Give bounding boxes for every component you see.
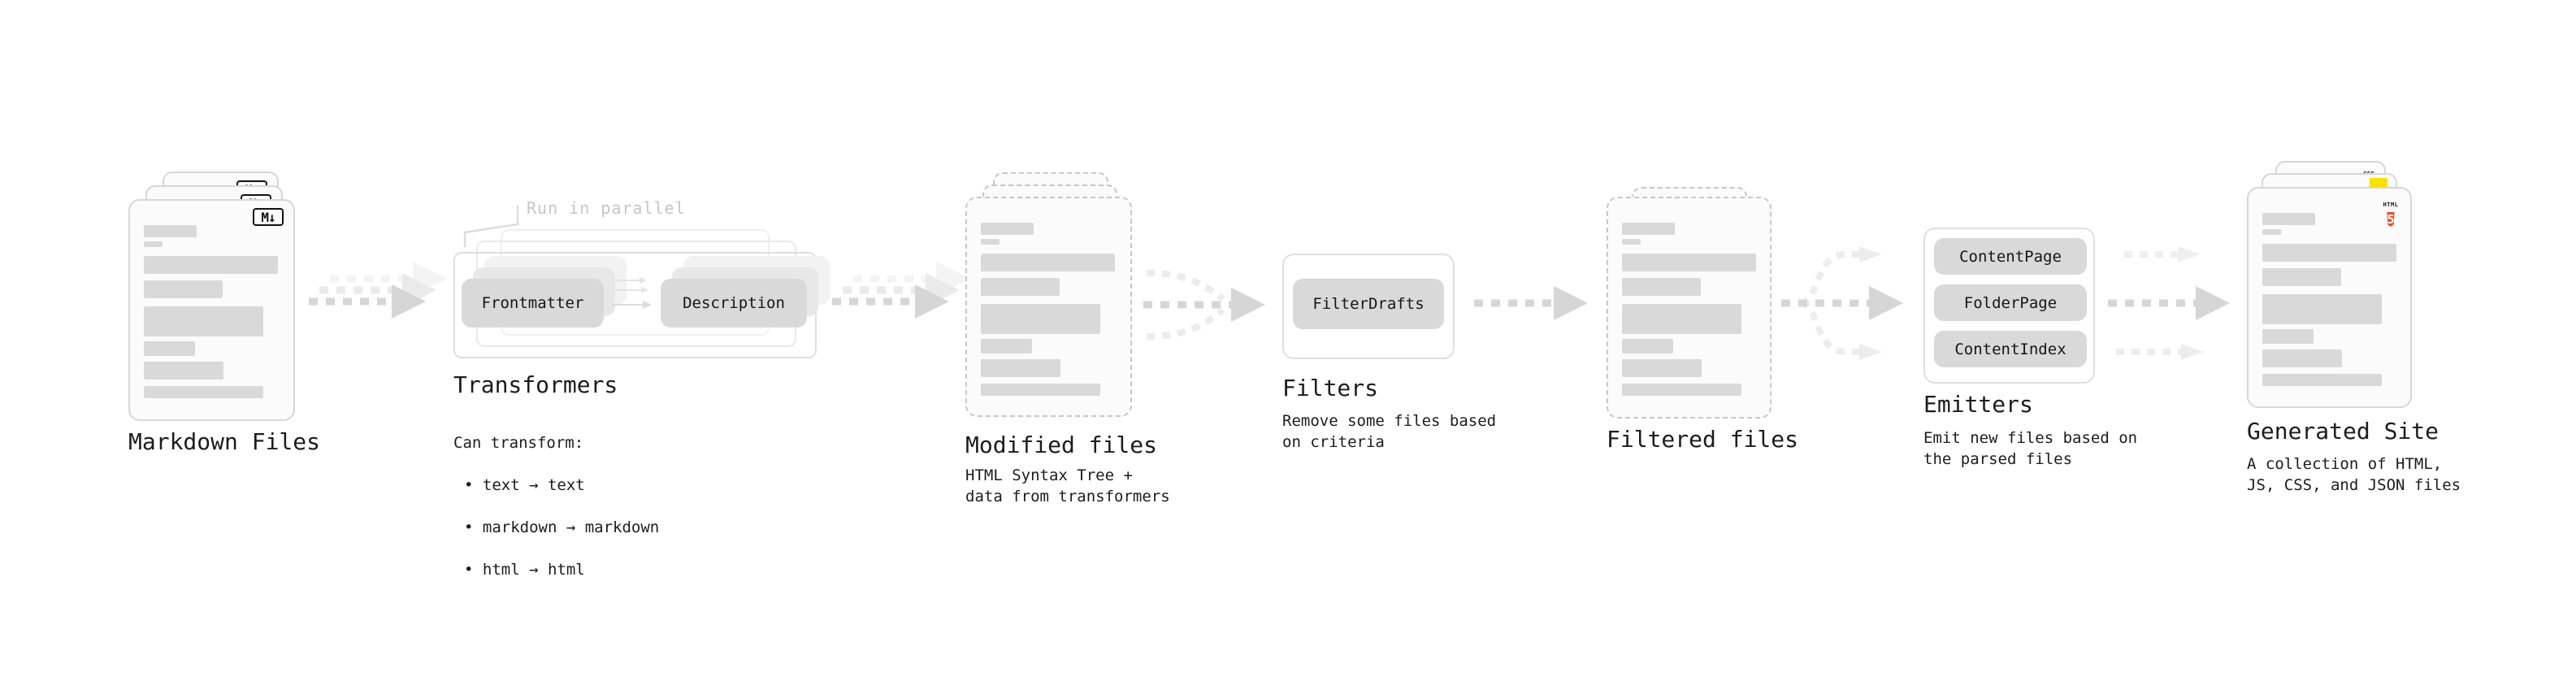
file-content-bar	[144, 241, 163, 247]
emitters-description: Emit new files based on the parsed files	[1923, 429, 2138, 468]
filtered-files-label: Filtered files	[1607, 426, 1799, 453]
file-content-bar	[1622, 239, 1641, 245]
file-content-bar	[2262, 244, 2396, 262]
transformers-description: Can transform: • text → text • markdown …	[453, 411, 659, 601]
javascript-icon	[2370, 178, 2387, 187]
file-content-bar	[144, 386, 263, 398]
modified-file-card-front	[965, 197, 1132, 417]
modified-files-description: HTML Syntax Tree + data from transformer…	[965, 466, 1170, 505]
arrow-emitters-to-site	[2108, 246, 2230, 360]
markdown-icon: M↓	[253, 208, 284, 226]
file-content-bar	[981, 339, 1032, 354]
arrow-modified-to-filters	[1143, 270, 1265, 340]
file-content-bar	[2262, 229, 2281, 235]
contentindex-box: ContentIndex	[1934, 331, 2087, 367]
generated-site-description: A collection of HTML, JS, CSS, and JSON …	[2247, 455, 2461, 494]
file-content-bar	[144, 362, 223, 380]
file-content-bar	[2262, 374, 2382, 386]
file-content-bar	[2262, 268, 2341, 286]
generated-file-card-front: HTML 5	[2247, 187, 2412, 408]
html5-icon: HTML 5	[2383, 202, 2399, 227]
transform-flow-arrows-icon	[612, 277, 652, 309]
can-transform-title: Can transform:	[453, 434, 584, 452]
frontmatter-box: Frontmatter	[462, 279, 604, 327]
file-content-bar	[981, 304, 1100, 334]
run-in-parallel-note: Run in parallel	[527, 198, 686, 218]
arrow-transformers-to-modified	[832, 262, 970, 319]
transform-bullet-1: • text → text	[464, 476, 585, 494]
file-content-bar	[1622, 254, 1756, 271]
filterdrafts-box: FilterDrafts	[1293, 279, 1444, 329]
file-content-bar	[1622, 359, 1702, 377]
file-content-bar	[2262, 213, 2315, 225]
arrow-filters-to-filtered	[1474, 286, 1588, 320]
markdown-files-label: Markdown Files	[128, 428, 321, 455]
filters-label: Filters	[1282, 375, 1379, 401]
file-content-bar	[1622, 304, 1741, 334]
description-box: Description	[661, 279, 807, 327]
file-content-bar	[2262, 294, 2382, 324]
file-content-bar	[981, 278, 1060, 296]
markdown-file-card-front: M↓	[128, 199, 295, 421]
emitters-label: Emitters	[1923, 391, 2033, 418]
file-content-bar	[144, 341, 195, 356]
filtered-file-card-front	[1607, 197, 1772, 419]
file-content-bar	[2262, 349, 2342, 367]
run-in-parallel-callout-line	[463, 206, 519, 247]
filters-description: Remove some files based on criteria	[1282, 412, 1497, 451]
file-content-bar	[144, 225, 197, 237]
transformers-label: Transformers	[453, 371, 618, 398]
file-content-bar	[1622, 278, 1701, 296]
file-content-bar	[981, 254, 1115, 271]
arrow-filtered-to-emitters	[1781, 246, 1903, 360]
file-content-bar	[981, 359, 1060, 377]
transform-bullet-3: • html → html	[464, 561, 585, 579]
file-content-bar	[981, 384, 1100, 396]
file-content-bar	[981, 223, 1034, 235]
file-content-bar	[1622, 384, 1741, 396]
modified-files-label: Modified files	[965, 432, 1158, 458]
file-content-bar	[981, 239, 1000, 245]
file-content-bar	[2262, 329, 2314, 344]
file-content-bar	[1622, 223, 1675, 235]
file-content-bar	[144, 306, 263, 336]
generated-site-label: Generated Site	[2247, 418, 2439, 445]
file-content-bar	[1622, 339, 1673, 354]
arrow-markdown-to-transformers	[309, 262, 447, 319]
file-content-bar	[144, 280, 223, 298]
file-content-bar	[144, 256, 278, 274]
folderpage-box: FolderPage	[1934, 284, 2087, 321]
contentpage-box: ContentPage	[1934, 238, 2087, 275]
transform-bullet-2: • markdown → markdown	[464, 518, 660, 536]
